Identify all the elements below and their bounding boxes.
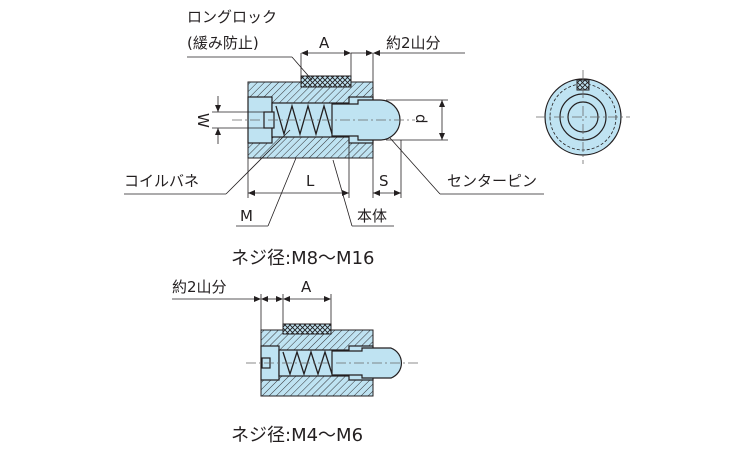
plunger-body-top: [232, 75, 415, 159]
long-lock-patch-bottom: [282, 323, 332, 335]
top-section-view: A 約2山分 ロングロック (緩み防止) W: [124, 8, 544, 269]
dimension-S: S: [373, 172, 401, 196]
dimension-W: W: [194, 96, 264, 144]
dimension-L: L: [248, 172, 349, 196]
label-thread-margin-top: 約2山分: [386, 34, 441, 52]
bottom-section-view: 約2山分 A ネジ径:M4～M6: [172, 278, 420, 446]
label-thread-margin-bottom: 約2山分: [172, 278, 227, 296]
label-long-lock-line1: ロングロック: [187, 8, 277, 26]
dimension-A-bottom: A: [283, 278, 331, 302]
callout-body: 本体: [332, 159, 394, 227]
callout-M: M: [236, 157, 297, 227]
callout-center-pin: センターピン: [389, 137, 544, 195]
dimension-thread-margin-top: 約2山分: [351, 34, 465, 82]
caption-top: ネジ径:M8～M16: [231, 248, 374, 269]
dimension-d: d: [386, 99, 448, 141]
label-S: S: [379, 172, 389, 190]
label-center-pin: センターピン: [447, 172, 537, 190]
label-d: d: [412, 114, 430, 124]
caption-bottom: ネジ径:M4～M6: [231, 425, 363, 446]
callout-long-lock: ロングロック (緩み防止): [187, 8, 313, 81]
label-A-top: A: [319, 34, 330, 52]
label-L: L: [306, 172, 315, 190]
plunger-body-bottom: [246, 323, 420, 397]
label-body: 本体: [357, 207, 387, 225]
long-lock-patch-top: [300, 75, 352, 88]
label-W: W: [194, 113, 212, 128]
label-M: M: [240, 207, 253, 225]
label-A-bottom: A: [301, 278, 312, 296]
dimension-A-top: A: [300, 34, 352, 76]
center-pin-bottom: [331, 347, 403, 379]
end-view: [536, 70, 630, 164]
label-long-lock-line2: (緩み防止): [187, 34, 259, 52]
callout-coil-spring: コイルバネ: [124, 129, 291, 195]
label-coil-spring: コイルバネ: [124, 172, 199, 190]
